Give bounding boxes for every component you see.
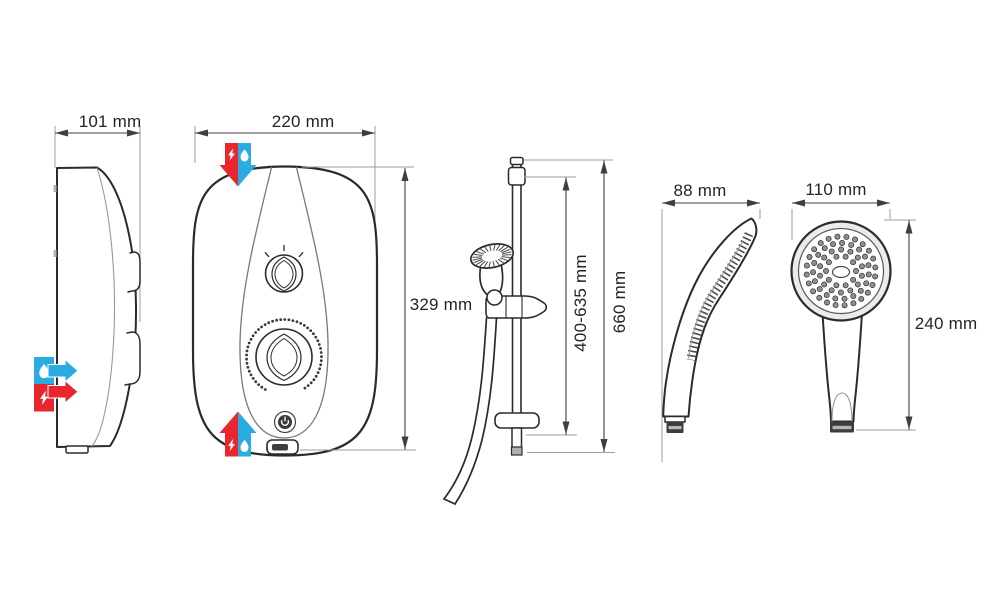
dim-label-handset-height: 240 mm xyxy=(914,314,978,333)
shower-unit-front-view xyxy=(191,126,416,457)
spray-head-face xyxy=(790,220,892,322)
handset-front-view xyxy=(790,199,916,433)
dim-label-front-width: 220 mm xyxy=(271,112,335,131)
rail-bottom-bracket xyxy=(494,412,540,456)
dim-label-rail-overall: 660 mm xyxy=(610,270,629,334)
dim-label-rail-adjustable: 400-635 mm xyxy=(571,254,590,352)
bottom-supply-arrow-icon xyxy=(219,411,257,457)
power-icon xyxy=(280,419,290,426)
dimension-head-width xyxy=(791,199,891,240)
dimension-handset-depth xyxy=(661,199,761,462)
dim-label-handset-depth: 88 mm xyxy=(673,181,727,200)
dimension-handset-height xyxy=(856,219,916,431)
dim-label-head-width: 110 mm xyxy=(805,180,867,199)
dimension-front-height xyxy=(300,166,416,451)
water-outlet xyxy=(266,439,299,455)
spray-face-hatch xyxy=(472,244,512,268)
electric-inlet-arrow-icon xyxy=(47,379,79,405)
dimension-rail-adjustable xyxy=(524,176,577,436)
spray-face-hatch xyxy=(686,232,754,361)
rail-top-bracket xyxy=(507,166,526,186)
handset-side-view xyxy=(661,199,761,462)
nozzle-dots xyxy=(803,233,879,309)
shower-unit-side-view xyxy=(34,126,141,454)
shower-hose xyxy=(443,317,498,505)
power-button xyxy=(273,410,297,434)
dim-label-front-height: 329 mm xyxy=(409,295,473,314)
center-nozzle xyxy=(831,265,851,279)
temperature-dial xyxy=(245,318,323,391)
front-teardrop-panel xyxy=(239,166,329,439)
spray-selector-knob xyxy=(264,244,304,293)
unit-foot xyxy=(65,445,89,454)
handset-collar xyxy=(664,415,686,423)
rail-end-cap xyxy=(510,446,523,456)
dimension-side-width xyxy=(54,126,141,322)
slider-holder xyxy=(485,289,548,319)
dial-tick-ring xyxy=(245,318,323,391)
handset-front-handle xyxy=(821,312,863,423)
unit-side-body xyxy=(53,166,141,454)
side-inlet-symbols xyxy=(34,357,79,412)
dim-label-side-width: 101 mm xyxy=(78,112,142,131)
riser-rail-view xyxy=(443,156,615,505)
rail-handset-head xyxy=(469,243,515,269)
dimension-rail-overall xyxy=(524,159,615,453)
cold-inlet-arrow-icon xyxy=(47,358,79,384)
top-supply-arrow-icon xyxy=(219,143,257,187)
holder-pivot-knob xyxy=(486,289,503,306)
handset-side-body xyxy=(662,217,758,418)
